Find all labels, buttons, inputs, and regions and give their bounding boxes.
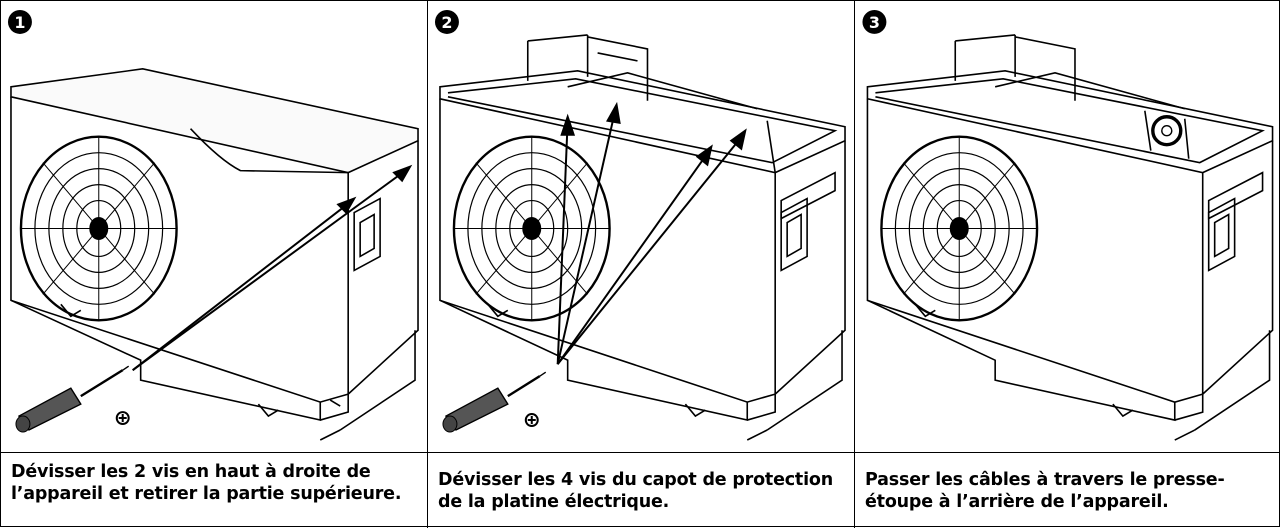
screw-arrows [132, 164, 413, 371]
step-3-caption: Passer les câbles à travers le presse-ét… [865, 469, 1225, 512]
step-2-illustration: 2 [428, 1, 855, 453]
phillips-screw-icon [524, 413, 539, 428]
fan-grille-icon [19, 135, 178, 322]
step-2-caption-cell: Dévisser les 4 vis du capot de protectio… [428, 453, 855, 528]
fan-grille-icon [452, 135, 611, 322]
step-1-drawing: 1 [7, 10, 419, 441]
step-3-caption-cell: Passer les câbles à travers le presse-ét… [855, 453, 1280, 528]
heat-pump-unit [10, 68, 419, 441]
step-1-illustration: 1 [1, 1, 428, 453]
heat-pump-unit-open [439, 34, 846, 441]
heat-pump-unit-open [866, 34, 1274, 441]
step-2-caption: Dévisser les 4 vis du capot de protectio… [438, 469, 833, 512]
step-1-caption-cell: Dévisser les 2 vis en haut à droite de l… [1, 453, 428, 528]
step-badge-3: 3 [862, 9, 887, 34]
step-3-illustration: 3 [855, 1, 1280, 453]
cable-gland-highlight-circle [1151, 115, 1183, 147]
screw-arrows [556, 101, 747, 365]
screwdriver-icon [15, 365, 130, 433]
step-2-drawing: 2 [434, 10, 846, 441]
svg-text:3: 3 [869, 13, 880, 32]
svg-text:2: 2 [441, 13, 452, 32]
phillips-screw-icon [115, 411, 130, 426]
fan-grille-icon [880, 135, 1039, 322]
screwdriver-icon [442, 371, 547, 433]
step-3-drawing: 3 [862, 9, 1274, 441]
step-badge-2: 2 [434, 10, 459, 34]
step-1-caption: Dévisser les 2 vis en haut à droite de l… [11, 462, 402, 504]
step-badge-1: 1 [7, 10, 32, 34]
svg-text:1: 1 [14, 13, 25, 32]
